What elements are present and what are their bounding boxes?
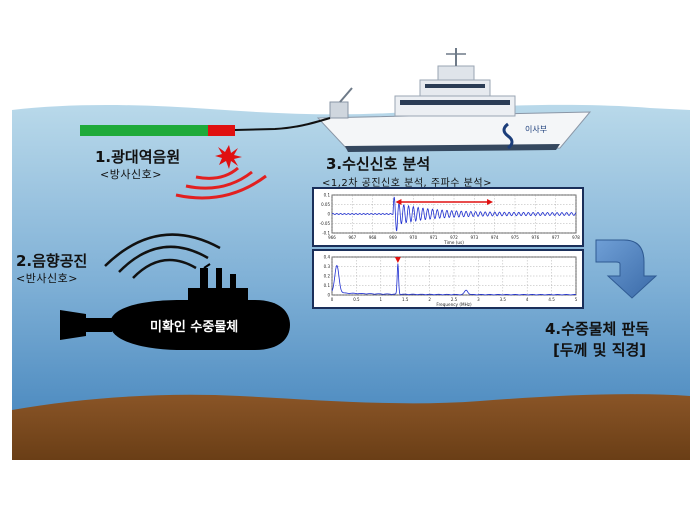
y-tick-label: 0.05	[321, 202, 330, 207]
y-tick-label: 0.3	[324, 264, 331, 269]
y-tick-label: -0.1	[322, 231, 330, 236]
x-tick-label: 972	[450, 235, 458, 240]
source-bar-green	[80, 125, 208, 136]
source-bar-red	[208, 125, 235, 136]
x-tick-label: 0	[331, 297, 334, 302]
freq-plot-canvas: 0 0.5 1 1.5 2 2.5 3 3.5 4 4.5 5 0.4 0.3 0.2 0.1 0Freque…	[324, 255, 578, 308]
x-tick-label: 969	[389, 235, 397, 240]
x-tick-label: 977	[552, 235, 560, 240]
time-signal-plot: 966 967 968 969 970 971 972 973 974 975 976 977 978 0…	[312, 187, 584, 247]
research-ship: 이사부	[316, 48, 592, 152]
x-tick-label: 4.5	[548, 297, 555, 302]
x-tick-label: 1	[380, 297, 383, 302]
emission-burst-icon	[215, 145, 242, 169]
submarine-silhouette	[60, 263, 290, 350]
x-tick-label: 975	[511, 235, 519, 240]
x-tick-label: 974	[491, 235, 499, 240]
interval-arrow-left	[395, 199, 402, 205]
x-tick-label: 1.5	[402, 297, 409, 302]
seabed	[12, 394, 690, 460]
signal-trace	[331, 263, 577, 296]
step4-subtitle: [두께 및 직경]	[553, 341, 647, 359]
reflected-waves	[104, 233, 221, 279]
y-tick-label: 0.4	[324, 255, 331, 260]
x-axis-label: Time (us)	[443, 240, 464, 245]
flow-arrow-icon	[595, 239, 658, 299]
y-tick-label: 0.1	[324, 283, 331, 288]
step4-title: 4.수중물체 판독	[545, 320, 650, 338]
x-tick-label: 0.5	[353, 297, 360, 302]
step3-title: 3.수신신호 분석	[326, 155, 431, 173]
x-tick-label: 2.5	[451, 297, 458, 302]
x-tick-label: 976	[532, 235, 540, 240]
step2-title: 2.음향공진	[16, 252, 88, 270]
y-tick-label: 0.2	[324, 274, 331, 279]
x-tick-label: 4	[526, 297, 529, 302]
y-tick-label: 0	[327, 212, 330, 217]
x-tick-label: 2	[428, 297, 431, 302]
signal-trace	[331, 196, 577, 232]
target-label: 미확인 수중물체	[150, 319, 238, 335]
x-tick-label: 967	[349, 235, 357, 240]
step3-subtitle: <1,2차 공진신호 분석, 주파수 분석>	[322, 178, 492, 189]
y-tick-label: 0.1	[324, 193, 331, 198]
x-axis-label: Frequency (MHz)	[436, 302, 472, 307]
x-tick-label: 978	[572, 235, 580, 240]
x-tick-label: 3.5	[500, 297, 507, 302]
tow-cable	[234, 117, 331, 131]
x-tick-label: 973	[471, 235, 479, 240]
y-tick-label: -0.05	[320, 221, 331, 226]
emitted-waves	[175, 166, 267, 200]
peak-marker-icon	[394, 257, 401, 263]
step1-title: 1.광대역음원	[95, 148, 181, 166]
x-tick-label: 5	[575, 297, 578, 302]
interval-arrow-right	[487, 199, 494, 205]
ship-name: 이사부	[525, 124, 547, 134]
step1-subtitle: <방사신호>	[100, 168, 162, 181]
x-tick-label: 966	[328, 235, 336, 240]
x-tick-label: 968	[369, 235, 377, 240]
x-tick-label: 971	[430, 235, 438, 240]
y-tick-label: 0	[327, 293, 330, 298]
step2-subtitle: <반사신호>	[16, 272, 78, 285]
x-tick-label: 3	[477, 297, 480, 302]
time-plot-canvas: 966 967 968 969 970 971 972 973 974 975 976 977 978 0…	[320, 193, 581, 246]
x-tick-label: 970	[410, 235, 418, 240]
